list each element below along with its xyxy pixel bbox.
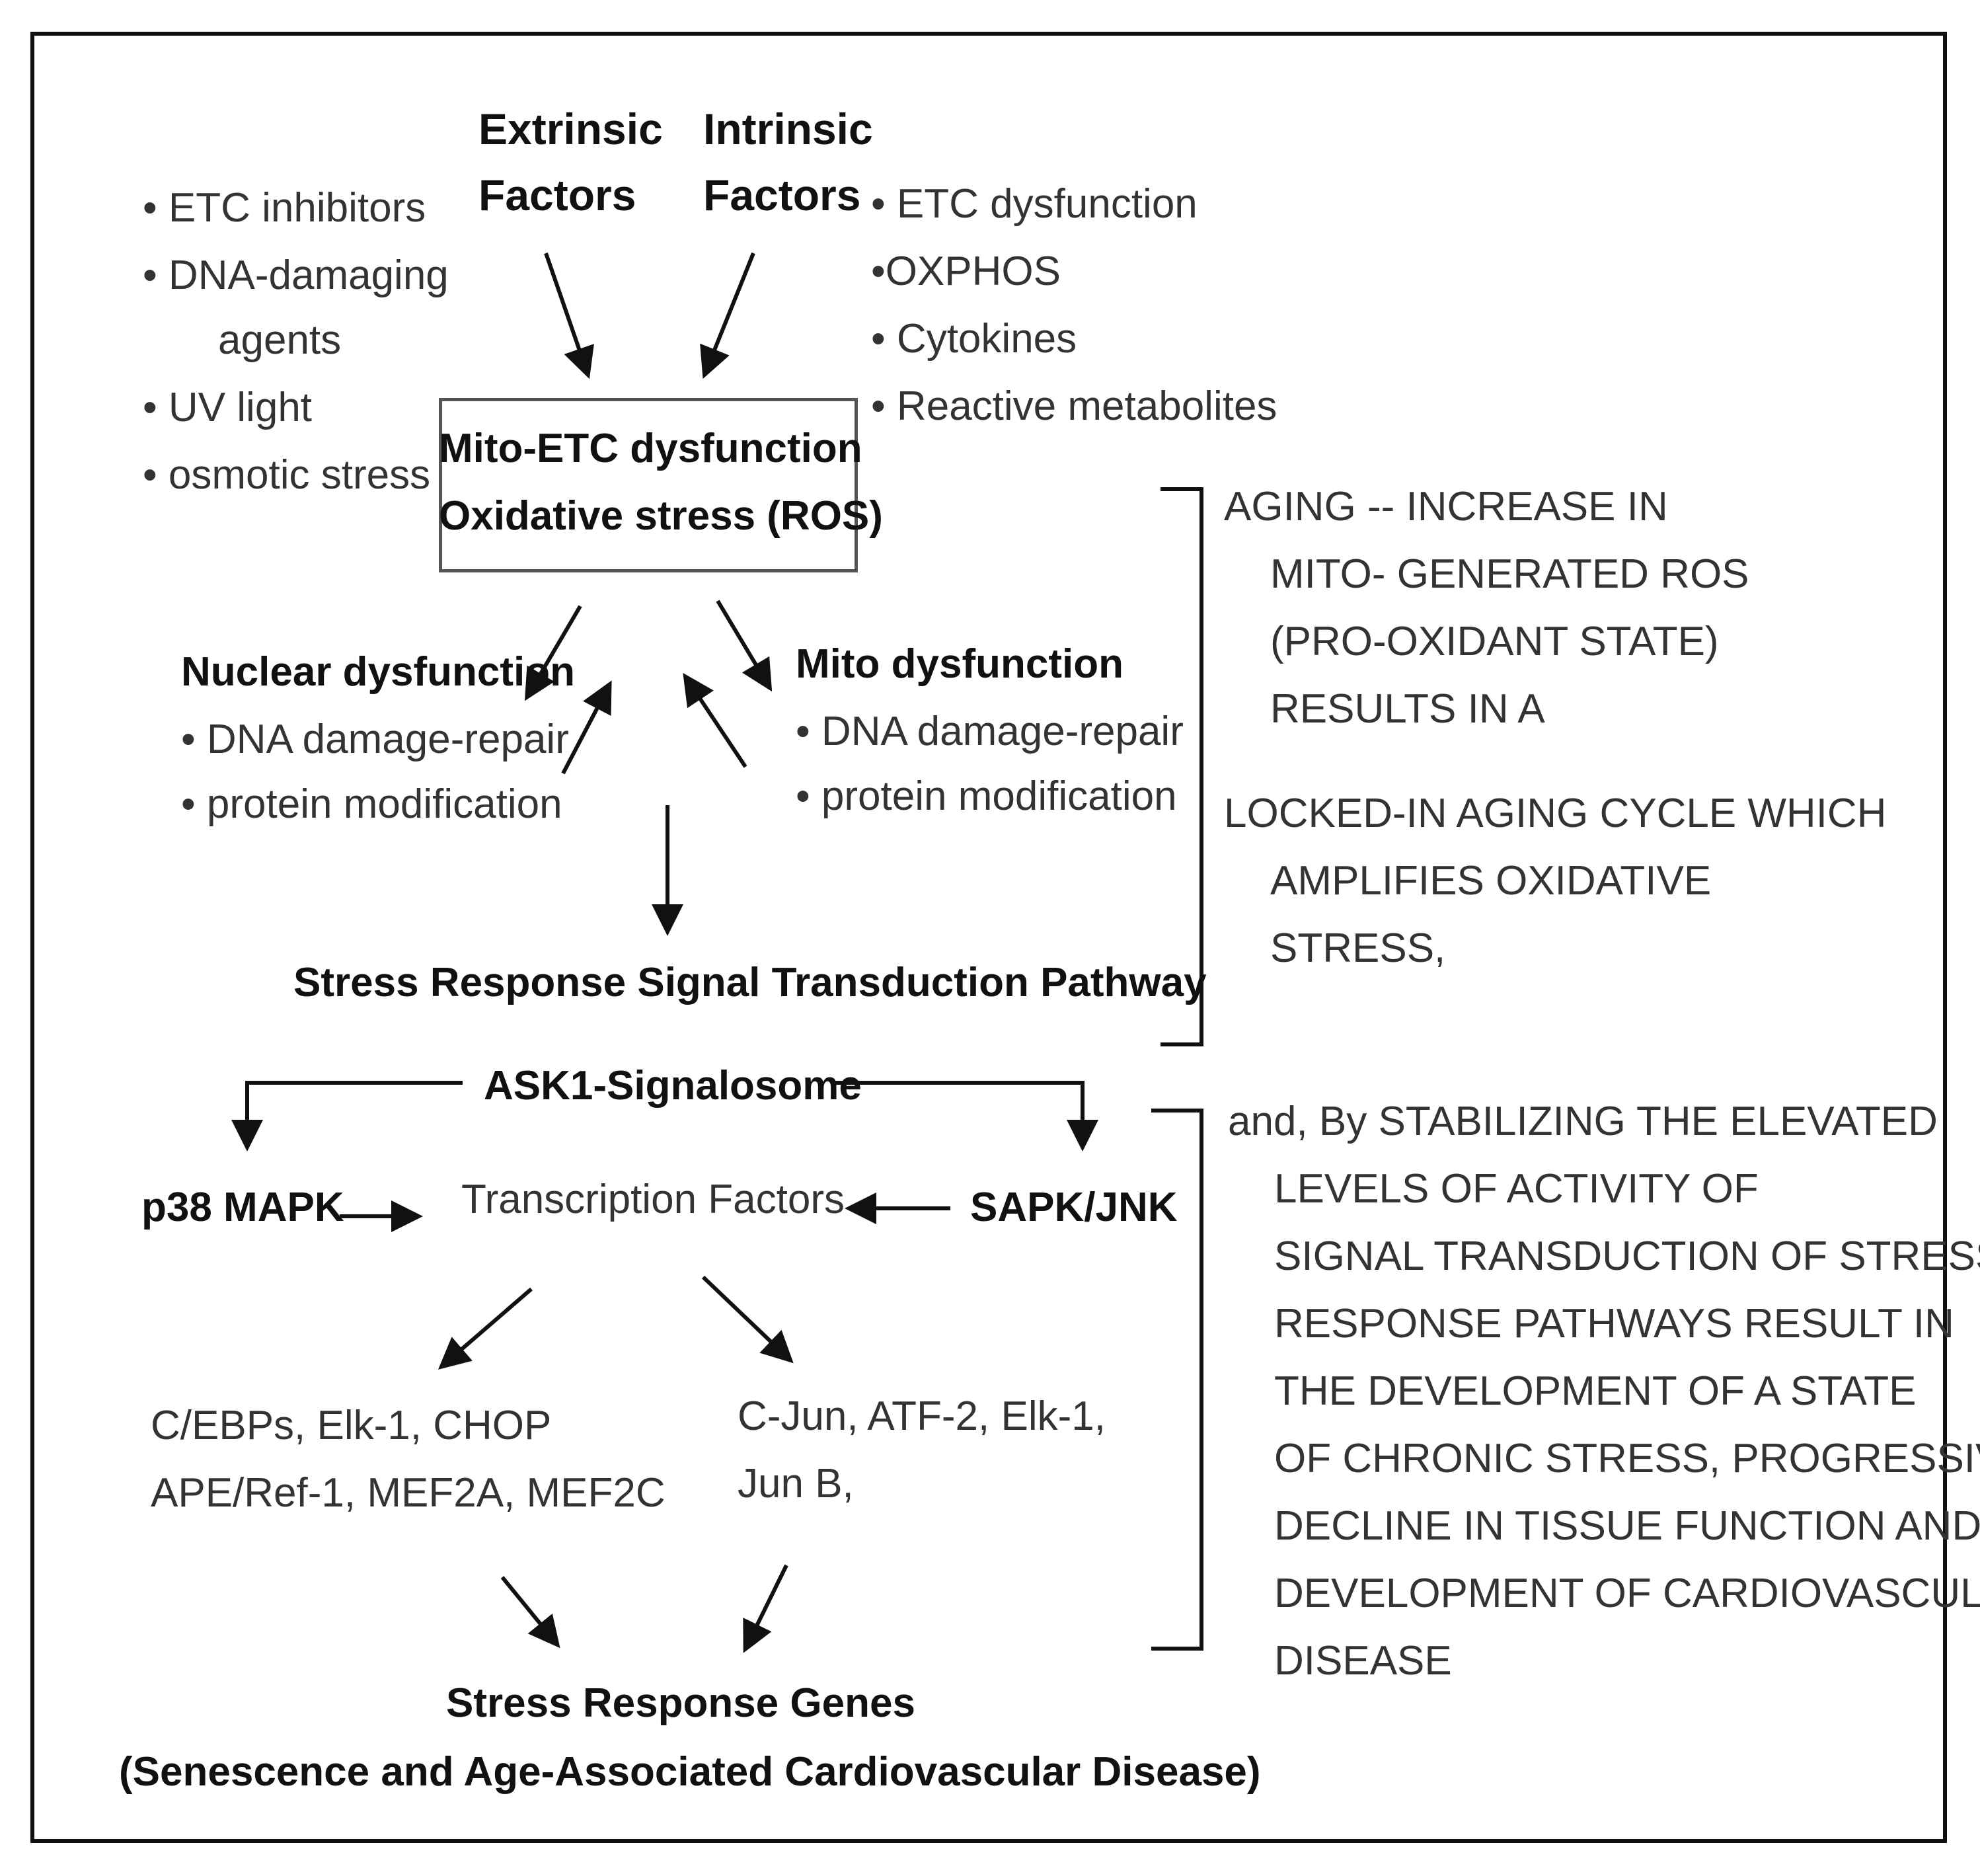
- bracket-stabilizing: [1151, 1109, 1203, 1651]
- arrow-box-to-nuclear: [524, 605, 582, 701]
- extrinsic-factors-label: Extrinsic Factors: [478, 104, 663, 219]
- arrow-extrinsic-to-box: [544, 253, 594, 379]
- left-transcription-factors: C/EBPs, Elk-1, CHOP APE/Ref-1, MEF2A, ME…: [151, 1403, 666, 1516]
- arrow-left-to-genes: [500, 1576, 560, 1649]
- intrinsic-factors-label: Intrinsic Factors: [703, 104, 873, 219]
- arrow-tf-to-right: [701, 1275, 794, 1364]
- mito-dysfunction-block: Mito dysfunction • DNA damage-repair • p…: [796, 641, 1184, 819]
- arrow-signalosome-to-p38: [231, 1081, 463, 1152]
- pathway-title: Stress Response Signal Transduction Path…: [293, 960, 1207, 1005]
- nuclear-dysfunction-title: Nuclear dysfunction: [181, 649, 575, 695]
- right-transcription-factors: C-Jun, ATF-2, Elk-1, Jun B,: [738, 1393, 1106, 1506]
- transcription-factors-label: Transcription Factors: [461, 1177, 845, 1222]
- mito-etc-box: [439, 398, 858, 572]
- bracket-aging: [1161, 487, 1203, 1046]
- stabilizing-note: and, By STABILIZING THE ELEVATED LEVELS …: [1228, 1099, 1980, 1684]
- mito-dysfunction-title: Mito dysfunction: [796, 641, 1123, 687]
- figure-frame: [30, 32, 1947, 1843]
- nuclear-dysfunction-block: Nuclear dysfunction • DNA damage-repair …: [181, 649, 575, 827]
- arrow-mito-to-box: [683, 673, 747, 768]
- p38-mapk-label: p38 MAPK: [141, 1185, 344, 1230]
- arrow-signalosome-to-sapk: [831, 1081, 1098, 1152]
- arrow-tf-to-left: [438, 1287, 533, 1370]
- mito-etc-box-text: Mito-ETC dysfunction Oxidative stress (R…: [439, 426, 883, 539]
- intrinsic-factors-list: • ETC dysfunction •OXPHOS • Cytokines • …: [871, 181, 1277, 429]
- extrinsic-factors-list: • ETC inhibitors • DNA-damaging agents •…: [143, 185, 449, 498]
- arrow-intrinsic-to-box: [700, 252, 755, 379]
- sapk-jnk-label: SAPK/JNK: [970, 1185, 1178, 1230]
- arrow-nuclear-to-box: [561, 680, 612, 775]
- aging-note: AGING -- INCREASE IN MITO- GENERATED ROS…: [1224, 484, 1887, 971]
- stress-response-genes: Stress Response Genes (Senescence and Ag…: [119, 1680, 1261, 1795]
- ask1-signalosome-label: ASK1-Signalosome: [484, 1063, 862, 1109]
- arrow-box-to-mito: [716, 600, 773, 692]
- arrow-right-to-genes: [743, 1564, 788, 1653]
